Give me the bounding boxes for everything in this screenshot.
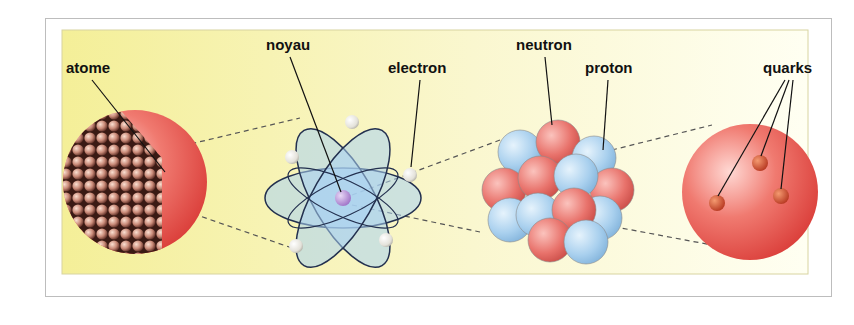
outer-frame: [46, 19, 832, 297]
atom-sphere: [55, 110, 207, 262]
zoom-lines: [165, 118, 712, 248]
electron-balls: [285, 115, 417, 253]
part-label: atome: [66, 60, 110, 77]
part-label: neutron: [516, 37, 572, 54]
leader-lines: [92, 57, 793, 196]
nucleus-cluster: [482, 120, 634, 264]
part-label: quarks: [763, 60, 812, 77]
quark-sphere: [682, 124, 818, 260]
part-label: proton: [585, 60, 632, 77]
part-label: electron: [388, 60, 446, 77]
electron-orbits: [265, 115, 421, 280]
part-label: noyau: [266, 37, 310, 54]
